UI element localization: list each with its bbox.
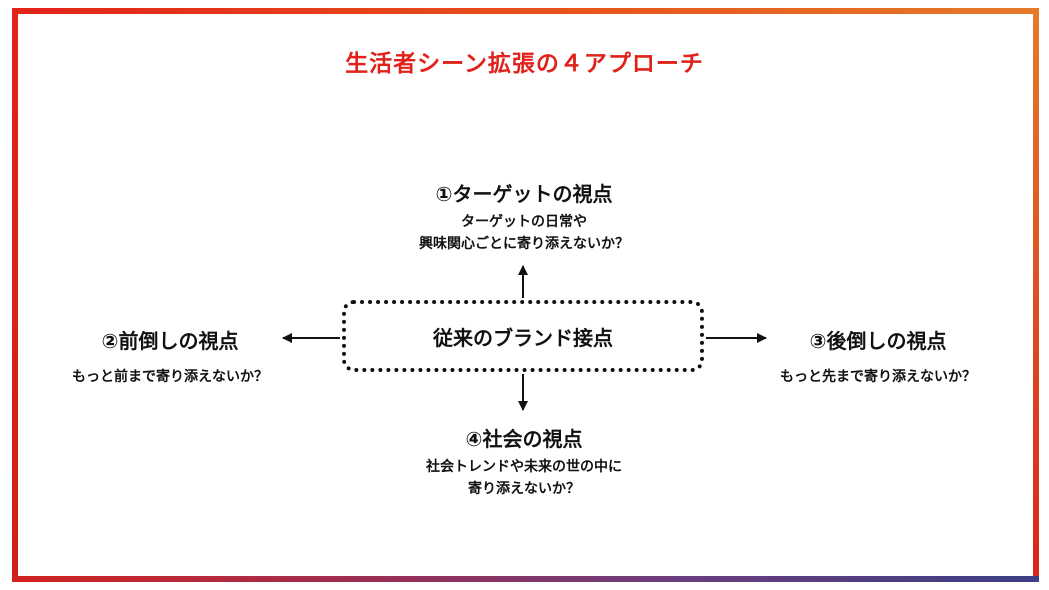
society-line-2: 寄り添えないか？ [468, 481, 580, 497]
slide-title: 生活者シーン拡張の４アプローチ [345, 51, 704, 77]
front-line-1: もっと前まで寄り添えないか？ [72, 369, 268, 385]
target-line-1: ターゲットの日常や [461, 214, 587, 230]
front-heading: ②前倒しの視点 [101, 329, 239, 353]
society-heading: ④社会の視点 [465, 427, 583, 451]
frame-left-border [12, 8, 18, 582]
target-line-2: 興味関心ごとに寄り添えないか？ [419, 236, 629, 252]
frame-top-border [12, 8, 1039, 14]
target-heading: ①ターゲットの視点 [435, 182, 613, 206]
society-line-1: 社会トレンドや未来の世の中に [426, 459, 622, 475]
back-heading: ③後倒しの視点 [809, 329, 947, 353]
frame-bottom-border [12, 576, 1039, 582]
back-line-1: もっと先まで寄り添えないか？ [780, 369, 976, 385]
frame-right-border [1033, 8, 1039, 582]
brand-touchpoint-box: 従来のブランド接点 [342, 300, 704, 372]
brand-touchpoint-label: 従来のブランド接点 [433, 325, 613, 350]
